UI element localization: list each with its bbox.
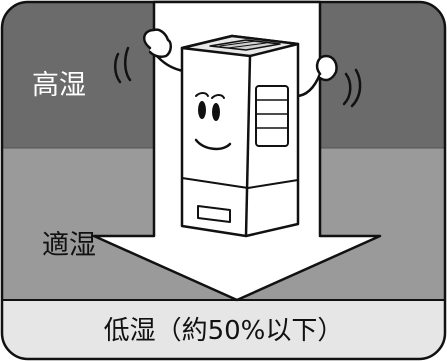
high-humidity-label: 高湿 — [32, 70, 86, 101]
dehumidifier-mascot-icon — [114, 28, 362, 238]
moderate-humidity-label: 適湿 — [42, 230, 96, 261]
low-humidity-zone — [2, 300, 445, 359]
low-humidity-label: 低湿（約50%以下） — [103, 316, 344, 346]
